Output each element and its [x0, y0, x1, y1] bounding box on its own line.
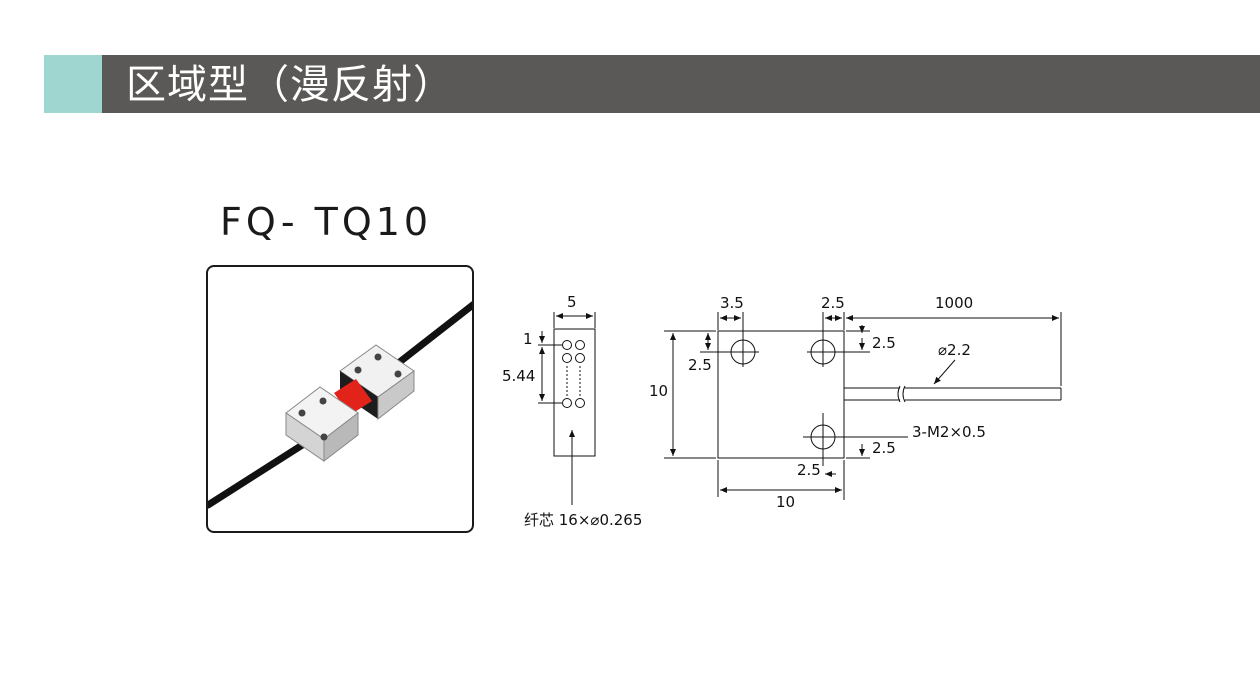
product-photo-frame [206, 265, 474, 533]
dim-10-height: 10 [649, 382, 668, 400]
header-band [102, 55, 1260, 113]
dim-2-5-right-bottom: 2.5 [872, 439, 896, 457]
model-name: FQ- TQ10 [220, 200, 433, 244]
page-title: 区域型（漫反射） [126, 62, 454, 108]
dim-2-5-bottom: 2.5 [797, 461, 821, 479]
dim-10-width: 10 [776, 493, 795, 511]
dim-pitch-1: 1 [523, 330, 533, 348]
dim-width-5: 5 [567, 293, 577, 311]
dim-1000: 1000 [935, 294, 973, 312]
cable-diameter: ⌀2.2 [938, 341, 971, 359]
side-view-outline [553, 328, 596, 457]
thread-note: 3-M2×0.5 [912, 423, 986, 441]
dim-2-5-left: 2.5 [688, 356, 712, 374]
dim-2-5-top: 2.5 [821, 294, 845, 312]
dim-3-5: 3.5 [720, 294, 744, 312]
front-view-outline [717, 330, 845, 459]
core-note: 纤芯 16×⌀0.265 [524, 511, 642, 529]
sensor-product-photo-icon [208, 301, 472, 509]
header-accent-block [44, 55, 102, 113]
dim-2-5-right-top: 2.5 [872, 334, 896, 352]
dim-pitch-5-44: 5.44 [502, 367, 535, 385]
